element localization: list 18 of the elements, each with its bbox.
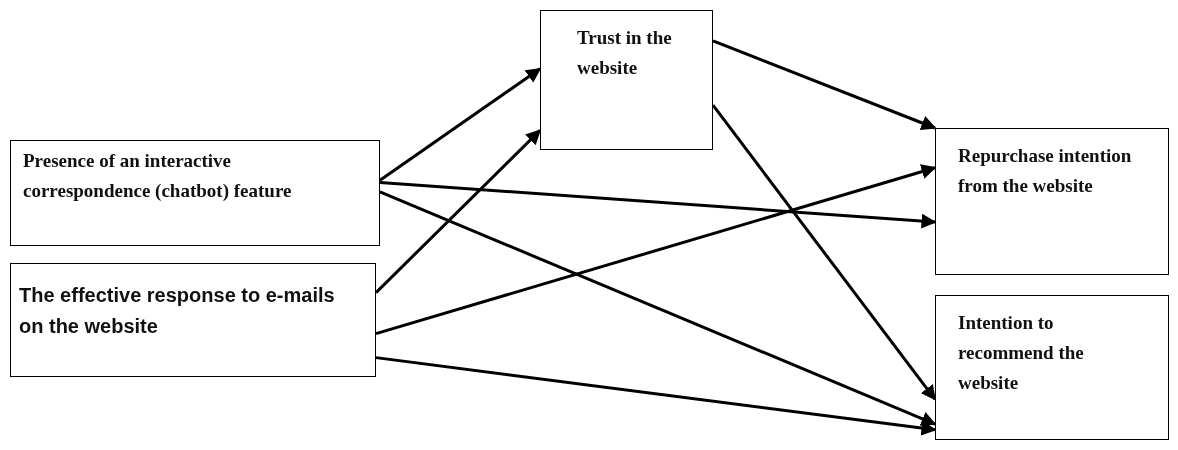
concept-box [540, 10, 713, 150]
arrow [379, 67, 542, 182]
arrow [374, 129, 542, 294]
concept-label: Trust in the website [577, 26, 673, 80]
arrow [375, 164, 937, 336]
concept-box [935, 295, 1169, 440]
concept-label: The effective response to e-mails on the website [19, 283, 336, 339]
arrow [379, 180, 937, 229]
concept-box [935, 128, 1169, 275]
concept-label: Repurchase intention from the website [958, 144, 1133, 198]
arrow [711, 104, 937, 401]
concept-box [10, 140, 380, 246]
arrow [712, 39, 937, 131]
arrow [375, 356, 937, 436]
concept-box [10, 263, 376, 377]
concept-label: Presence of an interactive correspondence (chatbot) feature [23, 149, 293, 203]
concept-label: Intention to recommend the website [958, 311, 1085, 395]
arrow [379, 190, 937, 426]
